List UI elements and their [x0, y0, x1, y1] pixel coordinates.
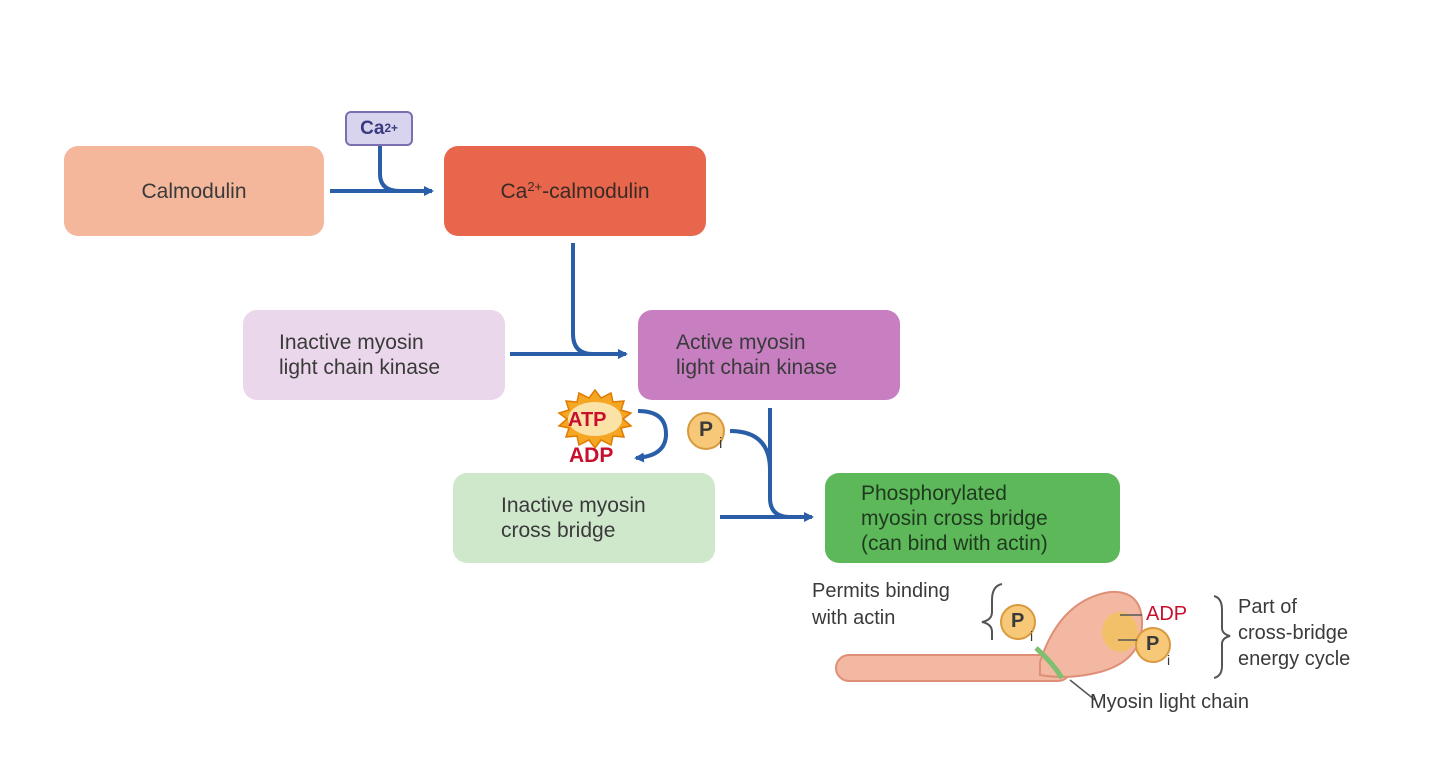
node-phos-cb-line2: myosin cross bridge: [861, 506, 1048, 530]
myosin-pi-sub-1: i: [1030, 628, 1034, 644]
phosphate-circle-icon: [687, 412, 725, 450]
pi-letter: P: [699, 418, 714, 441]
node-inactive-cb-line1: Inactive myosin: [501, 494, 646, 517]
arrow-ca-calmodulin-to-kinase: [571, 243, 594, 356]
node-ca-calmodulin-charge: 2+: [527, 178, 543, 194]
energy-cycle-line3: energy cycle: [1238, 648, 1351, 670]
node-inactive-mlck: Inactive myosin light chain kinase: [243, 310, 505, 400]
node-inactive-mlck-line1: Inactive myosin: [279, 331, 424, 354]
myosin-adp-label: ADP: [1146, 603, 1188, 625]
myosin-pi-letter-2: P: [1146, 633, 1160, 655]
calcium-ion-symbol: Ca: [360, 117, 385, 139]
energy-cycle-line1: Part of: [1238, 596, 1297, 618]
myosin-illustration: [835, 583, 1231, 701]
node-active-mlck-line2: light chain kinase: [676, 356, 838, 379]
node-inactive-mlck-line2: light chain kinase: [279, 356, 441, 379]
permits-binding-line1: Permits binding: [812, 580, 950, 602]
myosin-pi-sub-2: i: [1167, 652, 1171, 668]
arrow-kinase-to-phosphorylation: [729, 408, 791, 519]
node-ca-calmodulin-suffix: -calmodulin: [542, 179, 650, 203]
node-calmodulin-label: Calmodulin: [141, 179, 247, 203]
node-ca-calmodulin-prefix: Ca: [500, 179, 528, 203]
pi-subscript: i: [719, 435, 723, 452]
permits-binding-line2: with actin: [812, 607, 896, 629]
energy-cycle-line2: cross-bridge: [1238, 622, 1349, 644]
node-phos-cb-line3: (can bind with actin): [861, 531, 1048, 555]
myosin-pi-letter-1: P: [1011, 610, 1025, 632]
arrow-calmodulin-to-ca-calmodulin: [330, 146, 434, 196]
node-inactive-cb-line2: cross bridge: [501, 519, 616, 542]
myosin-light-chain-label: Myosin light chain: [1090, 691, 1249, 713]
node-active-mlck-line1: Active myosin: [676, 331, 806, 354]
adp-label: ADP: [569, 444, 614, 467]
arrow-atp-to-adp: [634, 409, 669, 463]
node-ca-calmodulin: Ca2+-calmodulin: [444, 146, 706, 236]
atp-burst-icon: [557, 388, 633, 450]
node-active-mlck: Active myosin light chain kinase: [638, 310, 900, 400]
node-inactive-cross-bridge: Inactive myosin cross bridge: [453, 473, 715, 563]
node-ca-calmodulin-label: Ca2+-calmodulin: [500, 179, 649, 204]
atp-label: ATP: [568, 409, 607, 431]
node-phos-cb-line1: Phosphorylated: [861, 481, 1007, 505]
node-phosphorylated-cross-bridge: Phosphorylated myosin cross bridge (can …: [825, 473, 1120, 563]
node-calmodulin: Calmodulin: [64, 146, 324, 236]
